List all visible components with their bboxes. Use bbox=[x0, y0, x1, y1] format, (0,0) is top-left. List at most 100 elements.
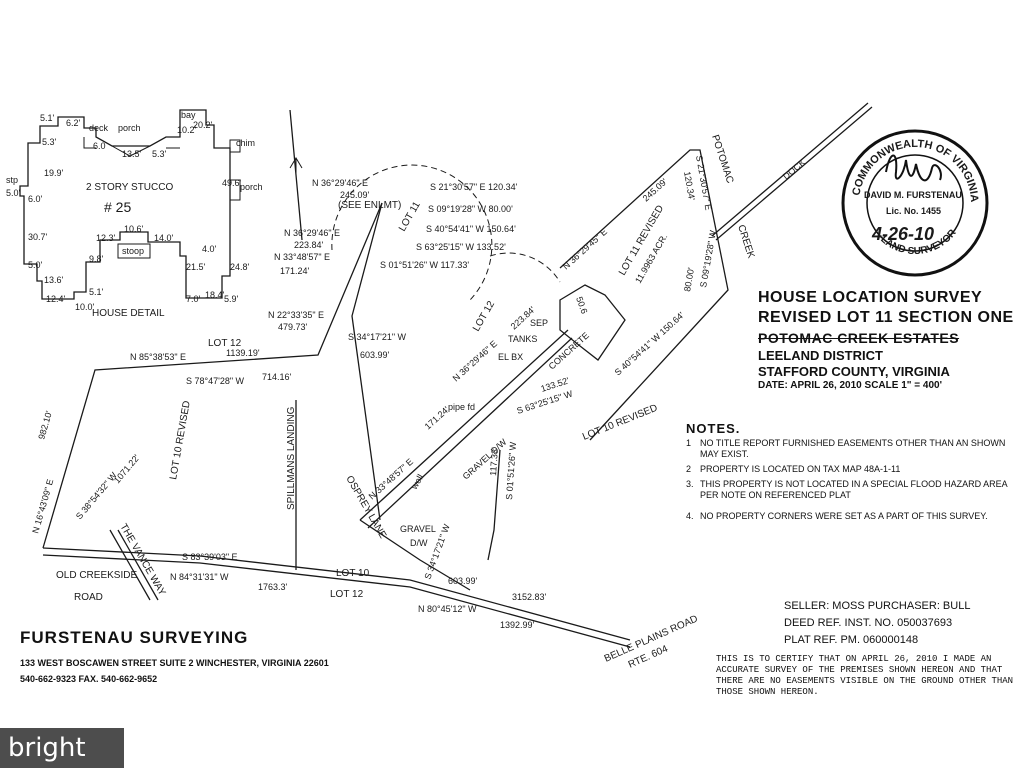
bearing-label: 1139.19' bbox=[226, 348, 260, 358]
note-number: 2 bbox=[686, 464, 692, 474]
house-dim: 5.3' bbox=[152, 149, 167, 159]
lot-10-revised-east bbox=[487, 449, 501, 561]
bearing-label: S 21°30'57" E bbox=[694, 155, 713, 211]
deck-label: deck bbox=[89, 123, 109, 133]
lot11-main-north bbox=[559, 149, 729, 441]
center-parcel bbox=[351, 202, 383, 521]
porch-label-top: porch bbox=[118, 123, 141, 133]
house-footprint-plat bbox=[559, 284, 626, 361]
bearing-label: N 36°29'46" E bbox=[312, 178, 368, 188]
bearing-label: S 09°19'28" W bbox=[698, 229, 718, 288]
bearing-label: 50.6 bbox=[574, 295, 589, 315]
bearing-label: 117.33' bbox=[488, 447, 500, 476]
north-arrow bbox=[289, 157, 303, 176]
firm-address: 133 WEST BOSCAWEN STREET SUITE 2 WINCHES… bbox=[20, 658, 329, 668]
boundary-lines bbox=[42, 102, 873, 648]
spillmans-label: SPILLMANS LANDING bbox=[286, 406, 297, 510]
stoop-box bbox=[117, 243, 151, 259]
dw-label: D/W bbox=[410, 538, 428, 548]
bearing-label: 245.09' bbox=[641, 176, 670, 203]
bearing-label: 223.84' bbox=[294, 240, 324, 250]
note-number: 1 bbox=[686, 438, 692, 448]
belle-plains-road bbox=[42, 554, 631, 648]
certification-statement: THIS IS TO CERTIFY THAT ON APRIL 26, 201… bbox=[716, 654, 1014, 697]
house-dim: 20.2' bbox=[193, 120, 213, 130]
potomac-label: POTOMAC bbox=[709, 134, 735, 185]
house-dim: 13.5' bbox=[122, 149, 142, 159]
stp-label: stp bbox=[6, 175, 18, 185]
porch-label-right: porch bbox=[240, 182, 263, 192]
bearing-label: 1071.22' bbox=[112, 452, 142, 485]
bearing-label: 120.34' bbox=[682, 171, 697, 202]
house-dim: 5.0' bbox=[6, 188, 21, 198]
county: STAFFORD COUNTY, VIRGINIA bbox=[758, 364, 950, 379]
survey-subtitle: REVISED LOT 11 SECTION ONE bbox=[758, 309, 1014, 326]
bearing-label: N 84°31'31" W bbox=[170, 572, 229, 582]
driveway-diagonal bbox=[359, 329, 573, 529]
house-title: 2 STORY STUCCO bbox=[86, 182, 173, 193]
chimney-box bbox=[229, 139, 241, 153]
bearing-label: N 36°29'46" E bbox=[451, 339, 499, 384]
tanks-label: TANKS bbox=[508, 334, 537, 344]
gravel-dw-label: GRAVEL D/W bbox=[461, 437, 509, 482]
deck-porch-line bbox=[83, 137, 180, 157]
firm-phone: 540-662-9323 FAX. 540-662-9652 bbox=[20, 674, 158, 684]
bearing-label: 171.24' bbox=[423, 404, 452, 431]
subdivision-name: POTOMAC CREEK ESTATES bbox=[758, 330, 960, 346]
seal-name: DAVID M. FURSTENAU bbox=[864, 190, 962, 200]
house-dim: 5.1' bbox=[40, 113, 55, 123]
bearing-label: 171.24' bbox=[280, 266, 310, 276]
seller-purchaser: SELLER: MOSS PURCHASER: BULL bbox=[784, 600, 971, 612]
bearing-label: S 40°54'41" W 150.64' bbox=[613, 310, 687, 378]
surveyor-seal: COMMONWEALTH OF VIRGINIA LAND SURVEYOR D… bbox=[841, 129, 989, 277]
seal-inner-ring bbox=[866, 154, 964, 252]
sep-label: SEP bbox=[530, 318, 548, 328]
house-dim: 4.0' bbox=[202, 244, 217, 254]
house-dim: 30.7' bbox=[28, 232, 48, 242]
old-creekside-label: OLD CREEKSIDE bbox=[56, 570, 137, 581]
lot12-label-a: LOT 12 bbox=[208, 338, 242, 349]
bearing-label: S 01°51'26" W 117.33' bbox=[380, 260, 469, 270]
bearing-label: 603.99' bbox=[360, 350, 390, 360]
house-dim: 7.0' bbox=[186, 294, 201, 304]
house-dim: 14.0' bbox=[154, 233, 174, 243]
note-text: NO PROPERTY CORNERS WERE SET AS A PART O… bbox=[700, 511, 988, 521]
dock-label: DOCK bbox=[781, 157, 807, 181]
bearing-label: S 40°54'41" W 150.64' bbox=[426, 224, 516, 234]
bearing-label: 982.10' bbox=[36, 409, 54, 440]
house-dim: 6.0' bbox=[28, 194, 43, 204]
bearing-label: S 34°17'21" W bbox=[348, 332, 407, 342]
house-dim: 12.4' bbox=[46, 294, 66, 304]
bay-label: bay bbox=[181, 110, 196, 120]
seal-signature bbox=[885, 154, 942, 182]
house-dim: 10.2' bbox=[177, 125, 197, 135]
see-enlmt-label: (SEE ENLMT) bbox=[338, 200, 401, 211]
survey-title-block: HOUSE LOCATION SURVEY REVISED LOT 11 SEC… bbox=[758, 288, 1018, 391]
stoop-label: stoop bbox=[122, 246, 144, 256]
district: LEELAND DISTRICT bbox=[758, 348, 883, 363]
house-dim: 24.8' bbox=[230, 262, 250, 272]
chim-label: chim bbox=[236, 138, 255, 148]
lane-line bbox=[359, 519, 471, 591]
plat-reference: PLAT REF. PM. 060000148 bbox=[784, 634, 919, 646]
house-dim: 6.0 bbox=[93, 141, 106, 151]
enlargement-arc-right bbox=[489, 252, 561, 283]
firm-name: FURSTENAU SURVEYING bbox=[20, 628, 249, 647]
note-number: 4. bbox=[686, 511, 694, 521]
note-item: 3.THIS PROPERTY IS NOT LOCATED IN A SPEC… bbox=[686, 479, 1021, 501]
bearing-label: 1763.3' bbox=[258, 582, 288, 592]
lot12-label-c: LOT 12 bbox=[330, 589, 364, 600]
house-dim: 10.6' bbox=[124, 224, 144, 234]
note-number: 3. bbox=[686, 479, 694, 489]
note-item: 4. NO PROPERTY CORNERS WERE SET AS A PART… bbox=[686, 511, 1021, 522]
dock-line bbox=[711, 102, 873, 241]
bearing-label: N 36°29'46" E bbox=[284, 228, 340, 238]
right-porch-box bbox=[229, 179, 241, 201]
house-outline bbox=[19, 109, 231, 300]
date-scale: DATE: APRIL 26, 2010 SCALE 1" = 400' bbox=[758, 380, 942, 391]
outer-boundary-west bbox=[42, 202, 383, 549]
lot10-label: LOT 10 bbox=[336, 568, 370, 579]
